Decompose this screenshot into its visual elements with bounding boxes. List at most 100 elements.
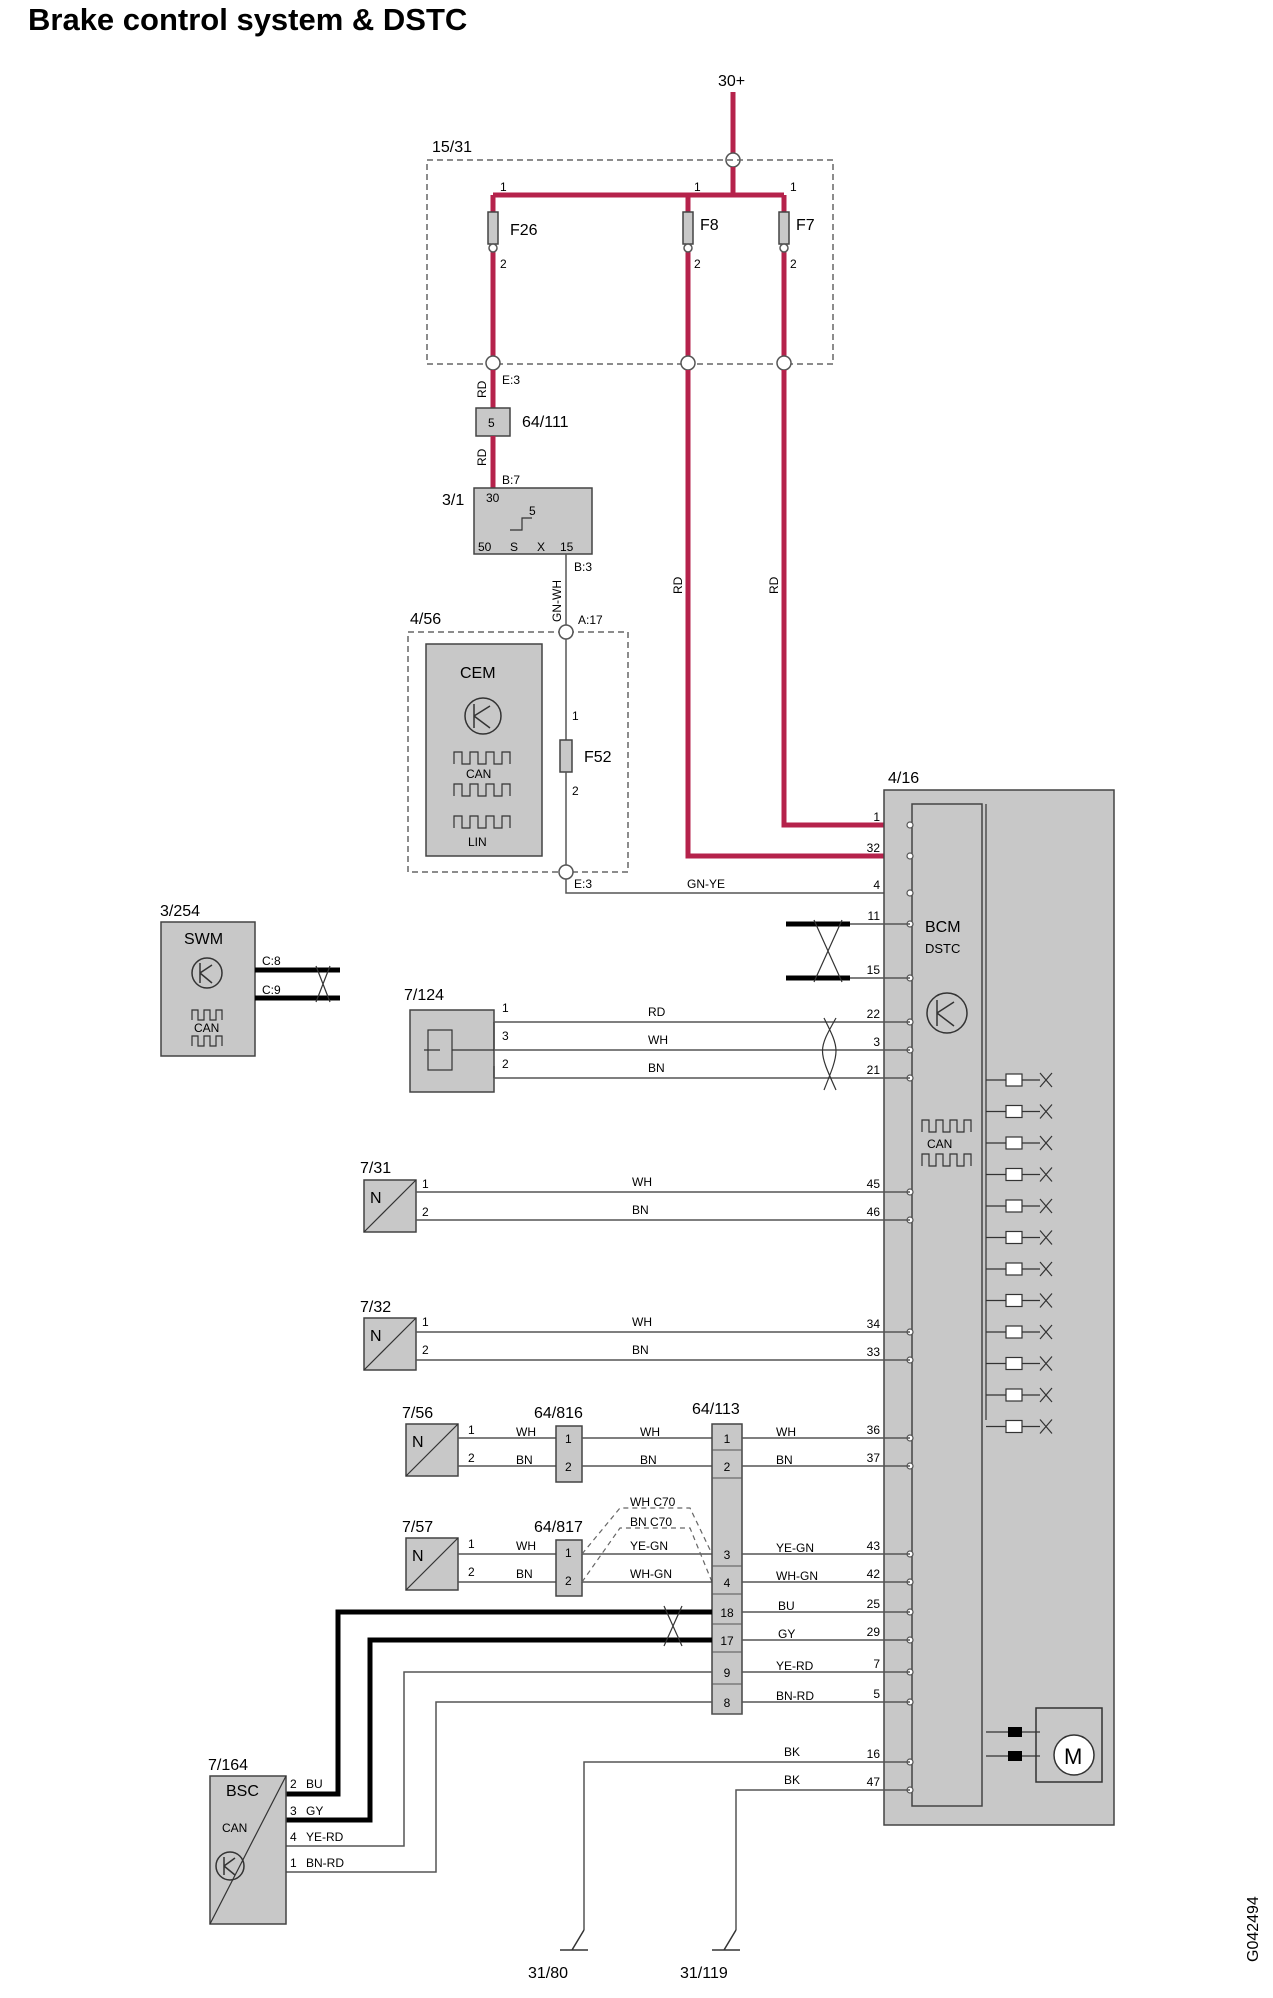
svg-text:C:8: C:8 [262,954,281,968]
bcm-pin-label: 15 [867,963,881,977]
fuse-f26: 1 F26 2 [487,180,538,356]
bcm-pin-4 [906,889,914,897]
cem-node-a17 [558,624,574,640]
connector-64-113 [711,1423,743,1715]
wire-f7-to-bcm-1 [781,370,910,828]
fuse-f52 [559,739,573,773]
cem-lin-signal-icon [453,815,511,829]
sensor-7-31-label: 7/31 [360,1160,391,1177]
connector-64-816 [555,1425,583,1483]
cem-lin-label: LIN [468,835,487,849]
svg-text:3: 3 [502,1029,509,1043]
swm-label: 3/254 [160,903,200,920]
svg-text:F52: F52 [584,749,612,766]
connector-64-111-label: 64/111 [522,414,569,431]
svg-text:F8: F8 [700,217,719,234]
bsc-transistor-icon [215,1851,245,1881]
cem-node-e3 [558,864,574,880]
connector-64-113-pin: 3 [724,1548,731,1562]
svg-text:1: 1 [422,1177,429,1191]
svg-text:BU: BU [306,1777,323,1791]
bcm-pin-label: 36 [867,1423,881,1437]
connector-64-817-label: 64/817 [534,1519,583,1536]
connector-64-816-label: 64/816 [534,1405,583,1422]
svg-text:2: 2 [565,1460,572,1474]
svg-text:1: 1 [694,180,701,194]
swm-can-label: CAN [194,1021,219,1035]
svg-text:YE-GN: YE-GN [630,1539,668,1553]
fusebox-conn-e3: E:3 [502,373,520,387]
svg-text:BN: BN [632,1343,649,1357]
svg-text:2: 2 [422,1343,429,1357]
bcm-pin-label: 4 [873,878,880,892]
svg-text:BN: BN [516,1453,533,1467]
svg-text:BN-RD: BN-RD [306,1856,344,1870]
bsc-can-label: CAN [222,1821,247,1835]
svg-text:1: 1 [468,1537,475,1551]
ignition-switch-contact [510,517,532,531]
bcm-pin-label: 42 [867,1567,881,1581]
svg-text:2: 2 [502,1057,509,1071]
ground-31-80-label: 31/80 [528,1965,568,1982]
ignition-switch [473,487,593,555]
twist-7-124 [822,1017,837,1091]
document-id: G042494 [1245,1896,1262,1962]
swm-title: SWM [184,931,223,948]
ground-31-119-label: 31/119 [680,1965,728,1982]
connector-64-113-pin: 2 [724,1460,731,1474]
svg-text:1: 1 [468,1423,475,1437]
svg-text:2: 2 [468,1565,475,1579]
wire-gn-wh-label: GN-WH [550,580,564,622]
svg-text:N: N [412,1548,424,1565]
c70-alt-wiring [581,1507,713,1583]
svg-text:30: 30 [486,491,500,505]
svg-text:WH-GN: WH-GN [630,1567,672,1581]
ignition-conn-b3: B:3 [574,560,592,574]
fusebox-label: 15/31 [432,139,472,156]
bcm-module-inner [911,803,983,1807]
svg-text:15: 15 [560,540,574,554]
supply-label: 30+ [718,73,745,90]
svg-text:GY: GY [778,1627,795,1641]
fusebox-node-1 [485,355,501,371]
bcm-pin-label: 29 [867,1625,881,1639]
connector-64-113-pin: 1 [724,1432,731,1446]
bcm-pin-label: 33 [867,1345,881,1359]
bcm-pump-motor: M [986,1707,1103,1783]
svg-text:N: N [370,1190,382,1207]
connector-64-113-pin: 17 [720,1634,734,1648]
bcm-pin-label: 3 [873,1035,880,1049]
ignition-conn-b7: B:7 [502,473,520,487]
svg-text:BN: BN [776,1453,793,1467]
svg-text:2: 2 [790,257,797,271]
bcm-valve-array [985,804,1053,1434]
bcm-pin-label: 7 [873,1657,880,1671]
fusebox-node-2 [680,355,696,371]
svg-text:4: 4 [290,1830,297,1844]
bcm-pin-label: 25 [867,1597,881,1611]
svg-text:BN: BN [516,1567,533,1581]
bcm-pin-label: 45 [867,1177,881,1191]
svg-text:2: 2 [565,1574,572,1588]
wire-rd-label-4: RD [767,576,781,594]
sensor-7-124-label: 7/124 [404,987,444,1004]
svg-text:BN C70: BN C70 [630,1515,672,1529]
bsc-can-bus [286,1609,712,1823]
svg-text:BN: BN [640,1453,657,1467]
connector-64-111 [475,407,511,437]
svg-text:A:17: A:17 [578,613,603,627]
wire-rd-label-3: RD [671,576,685,594]
ground-symbol-31-119 [712,1929,740,1951]
bcm-label: 4/16 [888,770,919,787]
svg-text:YE-RD: YE-RD [776,1659,814,1673]
svg-text:1: 1 [565,1432,572,1446]
bcm-pin-label: 43 [867,1539,881,1553]
svg-text:1: 1 [502,1001,509,1015]
sensor-7-56-label: 7/56 [402,1405,433,1422]
svg-text:N: N [412,1434,424,1451]
sensor-7-32-label: 7/32 [360,1299,391,1316]
svg-text:2: 2 [694,257,701,271]
svg-text:WH: WH [632,1175,652,1189]
wire-rd-label-1: RD [475,380,489,398]
fuse-f8: 1 F8 2 [682,180,719,356]
